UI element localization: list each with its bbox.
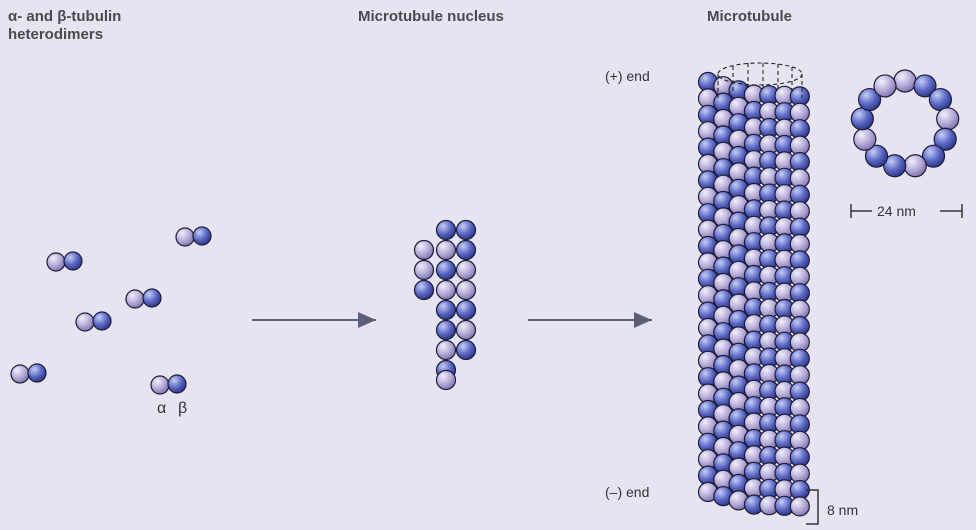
beta-tubulin-subunit	[437, 301, 456, 320]
beta-tubulin-subunit	[28, 364, 46, 382]
subunit-length-label: 8 nm	[827, 502, 858, 518]
heading-heterodimers: α- and β-tubulin heterodimers	[8, 8, 121, 44]
beta-tubulin-subunit	[457, 221, 476, 240]
beta-tubulin-subunit	[437, 221, 456, 240]
alpha-tubulin-subunit	[176, 228, 194, 246]
heading-nucleus: Microtubule nucleus	[358, 8, 504, 26]
beta-tubulin-subunit	[193, 227, 211, 245]
beta-tubulin-subunit	[415, 281, 434, 300]
alpha-tubulin-subunit	[415, 241, 434, 260]
ring-tubulin-subunit	[854, 128, 876, 150]
beta-tubulin-subunit	[457, 301, 476, 320]
ring-tubulin-subunit	[937, 108, 959, 130]
alpha-tubulin-subunit	[790, 497, 809, 516]
microtubule-nucleus	[415, 221, 476, 390]
plus-end-label: (+) end	[605, 68, 650, 84]
ring-tubulin-subunit	[894, 70, 916, 92]
beta-tubulin-subunit	[457, 341, 476, 360]
alpha-tubulin-subunit	[126, 290, 144, 308]
ring-tubulin-subunit	[874, 75, 896, 97]
alpha-tubulin-subunit	[457, 321, 476, 340]
beta-label: β	[178, 400, 187, 418]
beta-tubulin-subunit	[437, 261, 456, 280]
alpha-tubulin-subunit	[151, 376, 169, 394]
alpha-tubulin-subunit	[437, 281, 456, 300]
beta-tubulin-subunit	[168, 375, 186, 393]
cross-section-ring	[851, 70, 958, 177]
alpha-label: α	[157, 400, 166, 418]
heading-microtubule: Microtubule	[707, 8, 792, 26]
alpha-tubulin-subunit	[76, 313, 94, 331]
ring-tubulin-subunit	[904, 155, 926, 177]
alpha-tubulin-subunit	[457, 261, 476, 280]
beta-tubulin-subunit	[143, 289, 161, 307]
diameter-label: 24 nm	[877, 203, 916, 219]
beta-tubulin-subunit	[93, 312, 111, 330]
alpha-tubulin-subunit	[47, 253, 65, 271]
free-heterodimers	[11, 227, 211, 394]
alpha-tubulin-subunit	[437, 341, 456, 360]
alpha-tubulin-subunit	[415, 261, 434, 280]
beta-tubulin-subunit	[457, 241, 476, 260]
alpha-tubulin-subunit	[437, 371, 456, 390]
alpha-tubulin-subunit	[437, 241, 456, 260]
microtubule-cylinder	[699, 73, 810, 516]
beta-tubulin-subunit	[64, 252, 82, 270]
minus-end-label: (–) end	[605, 484, 649, 500]
beta-tubulin-subunit	[437, 321, 456, 340]
alpha-tubulin-subunit	[457, 281, 476, 300]
alpha-tubulin-subunit	[11, 365, 29, 383]
